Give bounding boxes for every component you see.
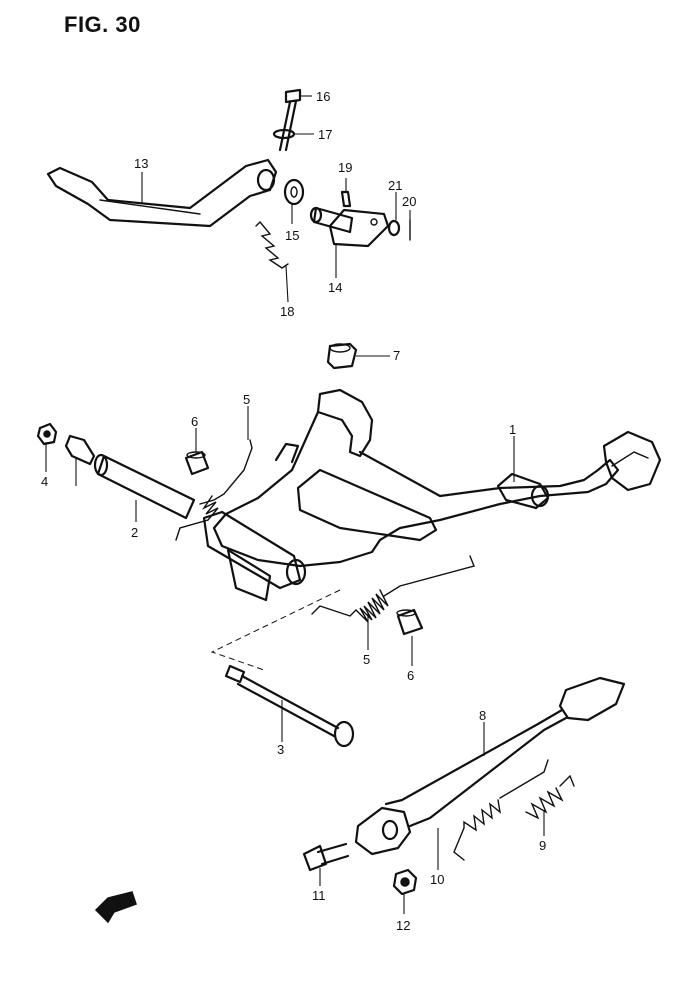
callout-15: 15	[285, 228, 299, 243]
pin-19	[340, 190, 352, 208]
callout-5-upper: 5	[243, 392, 250, 407]
collar-6-upper	[184, 450, 210, 476]
callout-2: 2	[131, 525, 138, 540]
spring-5-upper	[175, 439, 253, 541]
bracket-4	[64, 434, 96, 466]
callout-6-upper: 6	[191, 414, 198, 429]
collar-6-lower	[396, 608, 424, 636]
callout-20: 20	[402, 194, 416, 209]
callout-19: 19	[338, 160, 352, 175]
alignment-line	[210, 589, 341, 671]
direction-arrow-icon	[94, 891, 137, 924]
spring-10	[453, 759, 549, 861]
callout-13: 13	[134, 156, 148, 171]
callout-16: 16	[316, 89, 330, 104]
callout-7: 7	[393, 348, 400, 363]
center-stand	[202, 388, 662, 602]
washer-15	[283, 178, 305, 206]
nut-21	[387, 219, 401, 237]
spring-5-lower	[311, 555, 475, 623]
brake-pedal	[46, 158, 278, 228]
stopper-7	[326, 342, 358, 370]
callout-labels: 1 2 3 4 5 5 6 6 7 8 9 10 11 12 13 14 15 …	[41, 89, 546, 933]
side-stand	[354, 676, 626, 856]
callout-10: 10	[430, 872, 444, 887]
pivot-shaft-14	[309, 206, 390, 248]
callout-12: 12	[396, 918, 410, 933]
callout-5-lower: 5	[363, 652, 370, 667]
callout-1: 1	[509, 422, 516, 437]
callout-17: 17	[318, 127, 332, 142]
callout-3: 3	[277, 742, 284, 757]
spring-9	[525, 774, 575, 820]
bolt-16	[278, 88, 302, 152]
leader-lines	[45, 95, 545, 914]
pivot-shaft-2	[93, 453, 196, 520]
callout-14: 14	[328, 280, 342, 295]
callout-18: 18	[280, 304, 294, 319]
bolt-11	[302, 842, 350, 872]
callout-9: 9	[539, 838, 546, 853]
callout-6-lower: 6	[407, 668, 414, 683]
spring-18	[255, 220, 289, 269]
callout-11: 11	[312, 888, 326, 903]
callout-4: 4	[41, 474, 48, 489]
long-bolt-3	[224, 664, 355, 748]
callout-8: 8	[479, 708, 486, 723]
figure-title: FIG. 30	[64, 12, 141, 37]
callout-21: 21	[388, 178, 402, 193]
nut-12	[392, 868, 418, 896]
nut-4	[36, 422, 58, 446]
